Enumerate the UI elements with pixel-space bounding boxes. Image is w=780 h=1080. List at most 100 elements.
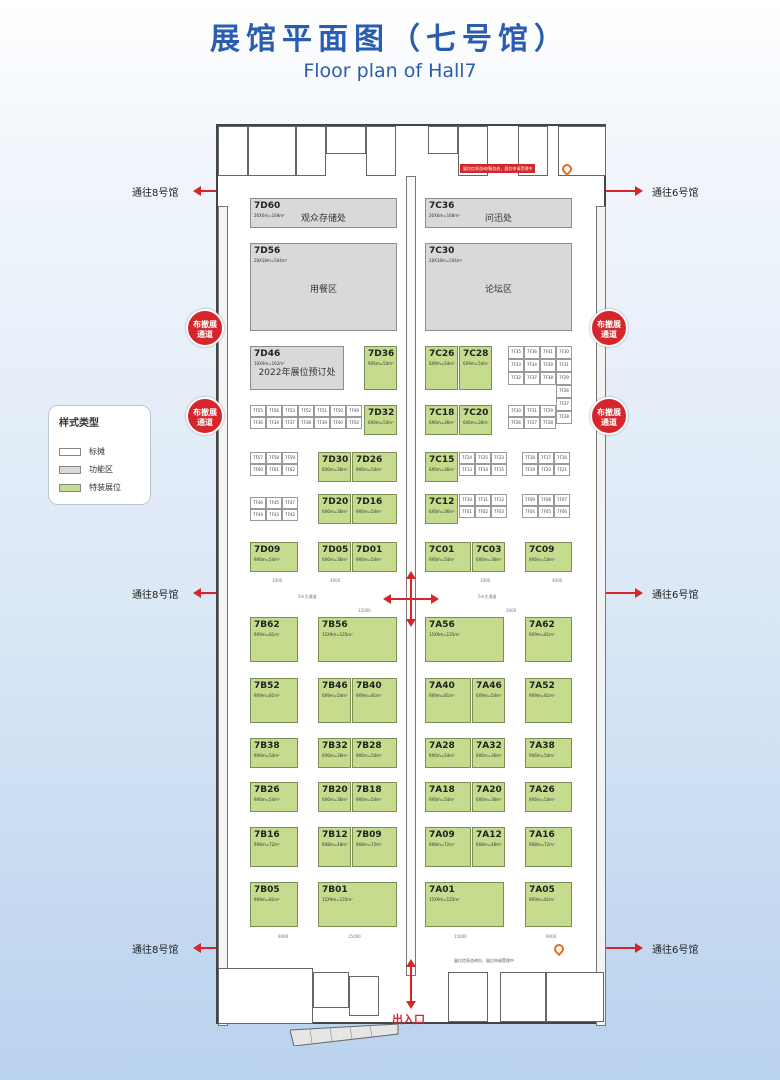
standard-booth-7f30[interactable]: 7F30	[508, 405, 524, 417]
standard-booth-7f06[interactable]: 7F06	[554, 506, 570, 518]
standard-booth-7f35[interactable]: 7F35	[508, 346, 524, 359]
standard-booth-7f36[interactable]: 7F36	[524, 346, 540, 359]
standard-booth-7f58[interactable]: 7F58	[266, 452, 282, 464]
standard-booth-7f30[interactable]: 7F30	[556, 346, 572, 359]
standard-booth-7f31[interactable]: 7F31	[524, 405, 540, 417]
entrance-label[interactable]: 出入口	[392, 1013, 425, 1026]
standard-booth-7f57[interactable]: 7F57	[250, 452, 266, 464]
standard-booth-7f37[interactable]: 7F37	[282, 417, 298, 429]
standard-booth-7f34[interactable]: 7F34	[266, 417, 282, 429]
standard-booth-7f46[interactable]: 7F46	[250, 497, 266, 509]
standard-booth-7f32[interactable]: 7F32	[508, 372, 524, 385]
standard-booth-7f41[interactable]: 7F41	[540, 346, 556, 359]
standard-booth-7f14[interactable]: 7F14	[475, 464, 491, 476]
standard-booth-7f26[interactable]: 7F26	[556, 385, 572, 398]
standard-booth-7f17[interactable]: 7F17	[538, 452, 554, 464]
link-to-hall8-bottom[interactable]: 通往8号馆	[132, 945, 179, 956]
standard-booth-7f34[interactable]: 7F34	[524, 359, 540, 372]
standard-booth-7f42[interactable]: 7F42	[282, 509, 298, 521]
link-to-hall8-top[interactable]: 通往8号馆	[132, 188, 179, 199]
standard-booth-7f15[interactable]: 7F15	[491, 464, 507, 476]
standard-booth-7f29[interactable]: 7F29	[556, 372, 572, 385]
standard-booth-7f38[interactable]: 7F38	[540, 372, 556, 385]
standard-booth-7f20[interactable]: 7F20	[538, 464, 554, 476]
standard-booth-7f01[interactable]: 7F01	[459, 506, 475, 518]
standard-booth-7f21[interactable]: 7F21	[554, 464, 570, 476]
standard-booth-7f52[interactable]: 7F52	[298, 405, 314, 417]
standard-booth-7f38[interactable]: 7F38	[298, 417, 314, 429]
standard-booth-7f25[interactable]: 7F25	[475, 452, 491, 464]
standard-booth-7f36[interactable]: 7F36	[250, 417, 266, 429]
link-to-hall6-bottom[interactable]: 通往6号馆	[652, 945, 699, 956]
standard-booth-7f12[interactable]: 7F12	[491, 494, 507, 506]
standard-booth-7f40[interactable]: 7F40	[330, 417, 346, 429]
standard-booth-7f59[interactable]: 7F59	[282, 452, 298, 464]
standard-booth-7f03[interactable]: 7F03	[491, 506, 507, 518]
standard-booth-7f11[interactable]: 7F11	[475, 494, 491, 506]
standard-booth-7f28[interactable]: 7F28	[540, 417, 556, 429]
standard-booth-7f13[interactable]: 7F13	[459, 464, 475, 476]
standard-booth-7f47[interactable]: 7F47	[282, 497, 298, 509]
standard-booth-7f26[interactable]: 7F26	[508, 417, 524, 429]
standard-booth-7f19[interactable]: 7F19	[522, 464, 538, 476]
standard-booth-7f16[interactable]: 7F16	[554, 452, 570, 464]
standard-booth-7f24[interactable]: 7F24	[459, 452, 475, 464]
standard-booth-7f39[interactable]: 7F39	[314, 417, 330, 429]
standard-booth-7f43[interactable]: 7F43	[266, 509, 282, 521]
standard-booth-7f37[interactable]: 7F37	[524, 372, 540, 385]
standard-booth-7f62[interactable]: 7F62	[282, 464, 298, 476]
standard-booth-7f28[interactable]: 7F28	[556, 411, 572, 424]
standard-booth-7f27[interactable]: 7F27	[524, 417, 540, 429]
standard-booth-7f09[interactable]: 7F09	[522, 494, 538, 506]
standard-booth-7f53[interactable]: 7F53	[282, 405, 298, 417]
standard-booth-7f45[interactable]: 7F45	[266, 497, 282, 509]
standard-booth-7f18[interactable]: 7F18	[522, 452, 538, 464]
standard-booth-7f07[interactable]: 7F07	[554, 494, 570, 506]
standard-booth-7f05[interactable]: 7F05	[538, 506, 554, 518]
standard-booth-7f04[interactable]: 7F04	[522, 506, 538, 518]
standard-booth-7f56[interactable]: 7F56	[266, 405, 282, 417]
standard-booth-7f50[interactable]: 7F50	[330, 405, 346, 417]
standard-booth-7f51[interactable]: 7F51	[314, 405, 330, 417]
